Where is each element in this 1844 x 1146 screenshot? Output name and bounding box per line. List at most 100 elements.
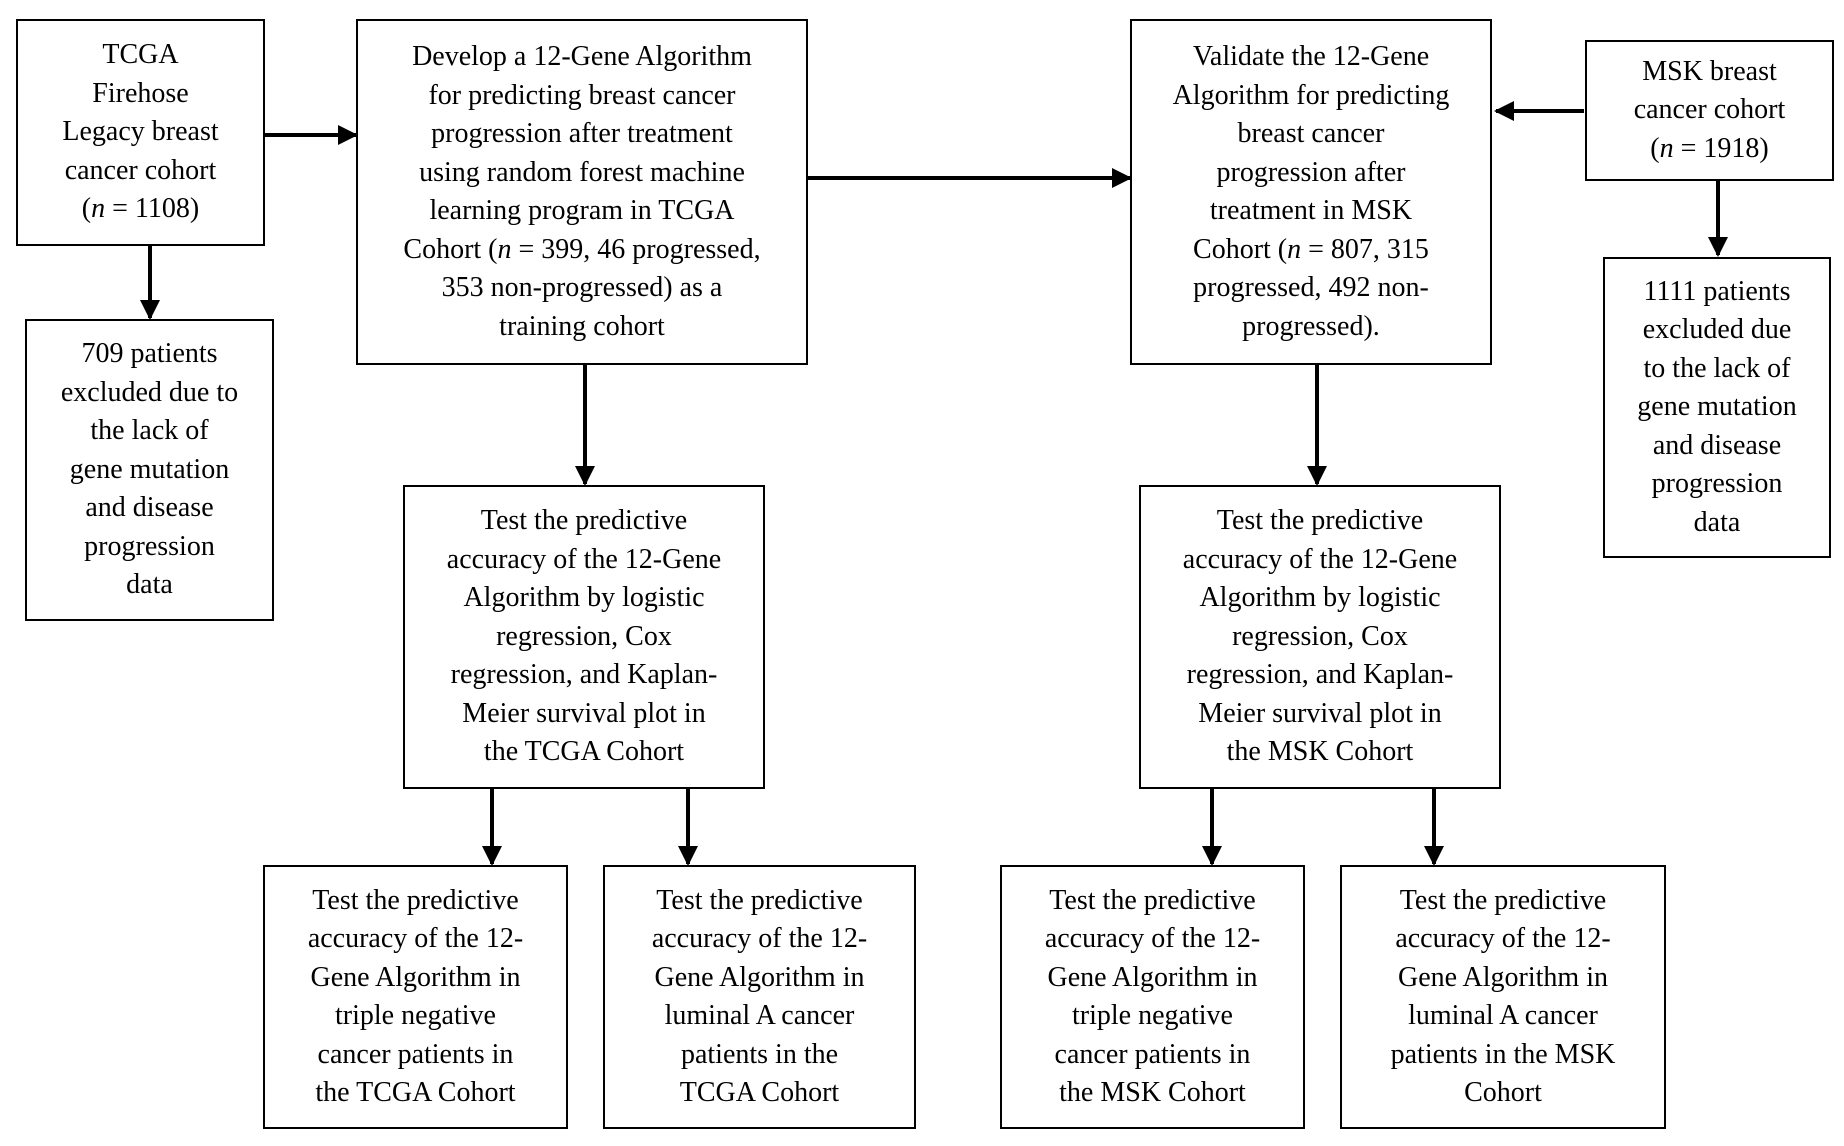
box-text-line: (n = 1918) [1650, 132, 1769, 164]
box-text: Test the predictive accuracy of the 12- Ge… [1391, 882, 1616, 1113]
test-msk-box: Test the predictive accuracy of the 12-Ge… [1139, 485, 1501, 789]
box-text-line: regression, and Kaplan- [450, 659, 718, 691]
box-text-line: to the lack of [1643, 352, 1791, 384]
box-text-line: the TCGA Cohort [483, 736, 685, 768]
box-text-line: Gene Algorithm in [310, 961, 521, 993]
box-text: Test the predictive accuracy of the 12-Ge… [447, 502, 721, 772]
box-text-line: using random forest machine [419, 156, 745, 188]
box-text-line: patients in the [680, 1038, 839, 1070]
develop-algorithm-box: Develop a 12-Gene Algorithm for predictin… [356, 19, 808, 365]
box-text-line: and disease [85, 492, 214, 524]
box-text-line: the MSK Cohort [1226, 736, 1414, 768]
box-text-line: Validate the 12-Gene [1192, 41, 1430, 72]
box-text-line: luminal A cancer [664, 1000, 855, 1031]
box-text-line: accuracy of the 12- [651, 923, 868, 954]
box-text-line: Algorithm by logistic [1199, 582, 1441, 614]
box-text: Test the predictive accuracy of the 12- Ge… [308, 882, 523, 1113]
box-text-line: excluded due to [60, 376, 239, 408]
box-text-line: regression, Cox [1232, 620, 1408, 652]
box-text-line: accuracy of the 12- [307, 923, 524, 954]
box-text-line: MSK breast [1642, 55, 1777, 87]
box-text-line: excluded due [1642, 314, 1792, 346]
box-text-line: Legacy breast [62, 116, 219, 148]
box-text: Develop a 12-Gene Algorithm for predictin… [403, 38, 760, 346]
box-text-line: the MSK Cohort [1059, 1077, 1246, 1108]
tcga-triple-negative-box: Test the predictive accuracy of the 12- Ge… [263, 865, 568, 1129]
box-text-line: Develop a 12-Gene Algorithm [412, 41, 752, 72]
box-text: MSK breast cancer cohort (n = 1918) [1634, 53, 1786, 169]
box-text-line: triple negative [335, 1000, 496, 1031]
box-text-line: the TCGA Cohort [315, 1077, 516, 1108]
box-text-line: Test the predictive [656, 884, 863, 916]
box-text-line: accuracy of the 12-Gene [446, 543, 722, 575]
box-text-line: gene mutation [69, 453, 230, 485]
box-text-line: Test the predictive [480, 505, 688, 537]
box-text-line: cancer patients in [317, 1038, 514, 1070]
box-text-line: progression [1651, 468, 1783, 500]
tcga-luminal-a-box: Test the predictive accuracy of the 12- Ge… [603, 865, 916, 1129]
box-text-line: Cohort (n = 399, 46 progressed, [403, 233, 761, 265]
box-text-line: learning program in TCGA [429, 195, 735, 226]
box-text-line: the lack of [90, 415, 209, 447]
box-text-line: progression after [1216, 156, 1406, 188]
box-text-line: accuracy of the 12- [1395, 923, 1611, 954]
box-text-line: treatment in MSK [1209, 195, 1413, 226]
box-text-line: for predicting breast cancer [428, 79, 736, 111]
box-text-line: Algorithm for predicting [1172, 79, 1450, 111]
box-text-line: 353 non-progressed) as a [441, 272, 723, 303]
box-text-line: Test the predictive [1399, 884, 1607, 916]
box-text-line: patients in the MSK [1390, 1038, 1616, 1070]
box-text: Test the predictive accuracy of the 12-Ge… [1183, 502, 1457, 772]
box-text-line: Cohort (n = 807, 315 [1193, 233, 1429, 265]
box-text-line: progressed). [1242, 310, 1380, 342]
box-text-line: Gene Algorithm in [1047, 961, 1258, 993]
box-text: Test the predictive accuracy of the 12- Ge… [1045, 882, 1260, 1113]
box-text-line: Cohort [1464, 1077, 1542, 1108]
box-text-line: Algorithm by logistic [463, 582, 705, 614]
box-text-line: TCGA [102, 39, 179, 71]
box-text-line: Gene Algorithm in [654, 961, 865, 993]
box-text-line: luminal A cancer [1408, 1000, 1598, 1031]
box-text-line: Test the predictive [1216, 505, 1424, 537]
box-text-line: Gene Algorithm in [1398, 961, 1608, 993]
box-text-line: and disease [1652, 429, 1782, 461]
box-text-line: cancer cohort [64, 154, 217, 186]
box-text-line: training cohort [499, 310, 665, 342]
box-text-line: progressed, 492 non- [1193, 272, 1429, 303]
box-text-line: progression [84, 530, 215, 562]
msk-triple-negative-box: Test the predictive accuracy of the 12- Ge… [1000, 865, 1305, 1129]
box-text-line: data [126, 569, 173, 601]
box-text: 709 patients excluded due to the lack of ge… [61, 335, 238, 605]
box-text-line: progression after treatment [431, 118, 733, 149]
box-text-line: TCGA Cohort [679, 1077, 840, 1108]
box-text-line: cancer patients in [1054, 1038, 1251, 1070]
test-tcga-box: Test the predictive accuracy of the 12-Ge… [403, 485, 765, 789]
box-text-line: Test the predictive [1049, 884, 1256, 916]
box-text-line: cancer cohort [1633, 94, 1786, 126]
box-text-line: regression, and Kaplan- [1186, 659, 1454, 691]
box-text-line: breast cancer [1237, 118, 1385, 149]
msk-cohort-box: MSK breast cancer cohort (n = 1918) [1585, 40, 1834, 181]
box-text-line: Firehose [92, 77, 189, 109]
box-text-line: Meier survival plot in [462, 697, 706, 729]
box-text-line: (n = 1108) [81, 193, 200, 225]
box-text-line: accuracy of the 12- [1044, 923, 1261, 954]
box-text-line: 709 patients [81, 338, 218, 370]
msk-luminal-a-box: Test the predictive accuracy of the 12- Ge… [1340, 865, 1666, 1129]
box-text-line: 1111 patients [1643, 275, 1791, 307]
box-text-line: regression, Cox [496, 620, 672, 652]
box-text-line: Test the predictive [312, 884, 519, 916]
box-text: Test the predictive accuracy of the 12- Ge… [652, 882, 867, 1113]
box-text-line: triple negative [1072, 1000, 1233, 1031]
box-text-line: Meier survival plot in [1198, 697, 1442, 729]
box-text-line: accuracy of the 12-Gene [1182, 543, 1458, 575]
box-text-line: data [1693, 506, 1741, 538]
